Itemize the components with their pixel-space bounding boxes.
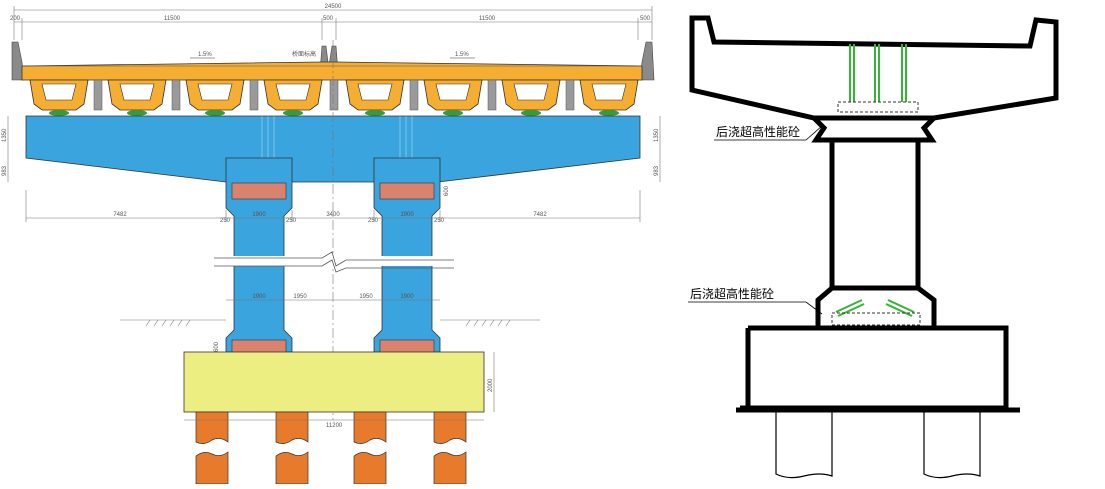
girder-joint-5 — [409, 79, 419, 111]
cap-dimensions — [7, 116, 661, 421]
joint-neck-bottom-left — [815, 286, 834, 328]
dim-chamfer-c: 250 — [368, 218, 379, 224]
dim-column-width-c: 1900 — [252, 294, 266, 300]
girder-joint-1 — [93, 79, 103, 111]
dim-cap-depth-right-top: 1350 — [654, 128, 660, 142]
joint-neck-top-right — [918, 116, 937, 143]
girder-void-8 — [591, 83, 627, 101]
dim-cap-depth-right-bottom: 983 — [654, 165, 660, 176]
pile-upper-3 — [353, 411, 387, 444]
joint-column-outline — [829, 137, 921, 291]
dim-half-width-left: 11500 — [164, 16, 181, 22]
girder-joint-4 — [329, 79, 339, 111]
uhpc-zone-top — [837, 101, 919, 113]
dim-overall-width: 24500 — [325, 4, 342, 10]
dim-insert-height-top: 600 — [444, 185, 450, 196]
dim-half-spacing-right: 1950 — [359, 294, 373, 300]
bearing-5 — [365, 110, 385, 116]
dim-chamfer-a: 250 — [220, 218, 231, 224]
dim-chamfer-d: 250 — [434, 218, 445, 224]
column-left — [225, 157, 293, 355]
pile-lower-1 — [195, 451, 229, 485]
pile-upper-4 — [433, 411, 467, 444]
bearing-7 — [521, 110, 541, 116]
dim-half-width-right: 11500 — [479, 16, 496, 22]
label-uhpc-lower: 后浇超高性能砼 — [690, 286, 774, 301]
barrier-right — [639, 41, 655, 81]
girder-void-6 — [435, 83, 471, 101]
ground-line — [120, 319, 540, 327]
dim-footing-width: 11200 — [326, 423, 343, 429]
bearing-1 — [49, 110, 69, 116]
left-drawing: 24500 11500 11500 200 500 500 1.5% 1.5% … — [2, 4, 661, 485]
pile-upper-2 — [275, 411, 309, 444]
box-girders — [29, 79, 639, 116]
slope-left: 1.5% — [198, 52, 212, 58]
girder-void-5 — [357, 83, 393, 101]
girder-void-1 — [41, 83, 77, 101]
pile-lower-2 — [275, 451, 309, 485]
right-drawing-details — [688, 44, 981, 479]
dim-cantilever-left: 7482 — [113, 212, 127, 218]
design-elevation: 桥面标高 — [292, 50, 316, 58]
bearing-6 — [443, 110, 463, 116]
girder-joint-2 — [171, 79, 181, 111]
girder-void-2 — [119, 83, 155, 101]
dim-half-spacing-left: 1950 — [293, 294, 307, 300]
dim-cantilever-right: 7482 — [533, 212, 547, 218]
dim-footing-height: 2000 — [488, 378, 494, 392]
dim-column-width-b: 1900 — [400, 212, 414, 218]
pile-upper-1 — [195, 411, 229, 444]
deck-slab — [21, 61, 643, 81]
joint-neck-top-left — [811, 116, 830, 143]
girder-void-3 — [197, 83, 233, 101]
rebar-bottom — [835, 299, 915, 317]
pile-lower-4 — [433, 451, 467, 485]
joint-cap-beam-outline — [689, 15, 1059, 121]
dim-edge-right: 500 — [640, 16, 651, 22]
uhpc-joint-top-right — [379, 182, 435, 200]
dim-insert-height-bottom: 600 — [214, 341, 220, 352]
pile-cap-footing — [183, 351, 485, 413]
girder-void-7 — [513, 83, 549, 101]
dim-chamfer-b: 250 — [286, 218, 297, 224]
uhpc-zone-bottom — [831, 312, 921, 326]
top-dimensions — [13, 6, 653, 40]
uhpc-joint-top-left — [231, 182, 287, 200]
break-line — [214, 251, 454, 273]
girder-void-4 — [275, 83, 311, 101]
pile-lower-3 — [353, 451, 387, 485]
girder-joint-6 — [487, 79, 497, 111]
dim-cap-depth-bottom: 983 — [2, 165, 8, 176]
dim-edge-left: 200 — [10, 16, 21, 22]
label-uhpc-upper: 后浇超高性能砼 — [716, 124, 800, 139]
leader-upper — [714, 125, 823, 141]
right-drawing — [689, 15, 1059, 413]
bearing-4 — [283, 110, 303, 116]
bearing-3 — [205, 110, 225, 116]
dim-center-gap: 500 — [323, 16, 334, 22]
rebar-top — [849, 44, 907, 102]
slope-right: 1.5% — [455, 52, 469, 58]
joint-piles — [775, 406, 981, 479]
dim-column-width-a: 1900 — [252, 212, 266, 218]
dim-column-spacing: 3400 — [326, 212, 340, 218]
column-right — [373, 157, 441, 355]
girder-joint-7 — [565, 79, 575, 111]
dim-column-width-d: 1900 — [400, 294, 414, 300]
bearing-8 — [599, 110, 619, 116]
bearing-2 — [127, 110, 147, 116]
dim-cap-depth-top: 1350 — [2, 128, 8, 142]
leader-lower — [688, 301, 823, 315]
joint-neck-bottom-right — [916, 286, 937, 328]
joint-footing-outline — [740, 325, 1009, 411]
girder-joint-3 — [249, 79, 259, 111]
